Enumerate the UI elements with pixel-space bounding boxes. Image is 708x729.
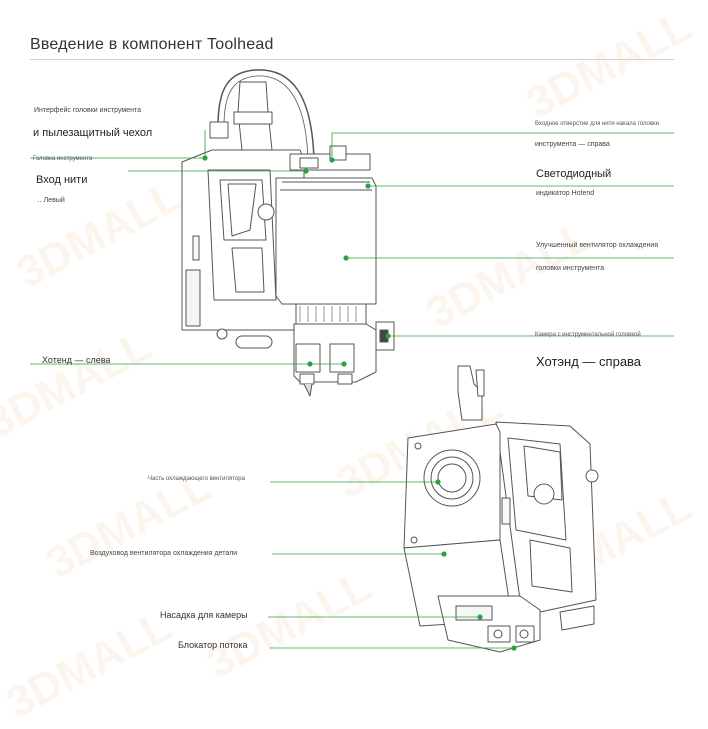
- label-led-line1: Светодиодный: [536, 168, 612, 180]
- label-left-text: Левый: [43, 197, 65, 204]
- title-divider: [30, 59, 674, 60]
- label-fan-line2: головки инструмента: [536, 265, 605, 272]
- label-interface-line1: Интерфейс головки инструмента: [34, 107, 141, 114]
- leader-lines: [30, 130, 674, 649]
- toolhead-diagram: [30, 69, 674, 653]
- label-air-duct: Воздуховод вентилятора охлаждения детали: [90, 550, 238, 557]
- label-camera: Камера с инструментальной головкой: [535, 332, 641, 338]
- page-title: Введение в компонент Toolhead: [30, 36, 274, 53]
- label-hotend-left: Хотенд — слева: [42, 355, 111, 365]
- toolhead-front-view: [181, 69, 395, 397]
- label-camera-nozzle: Насадка для камеры: [160, 610, 248, 620]
- label-head-small: Головка инструмента: [33, 156, 93, 162]
- toolhead-rear-view: [403, 365, 599, 653]
- leader-dots: [202, 155, 517, 651]
- label-filament-in: Вход нити: [36, 174, 88, 186]
- label-led-line2: индикатор Hotend: [536, 190, 595, 197]
- leader-filament-right: [331, 132, 674, 160]
- label-left-small: ‥ Левый: [37, 197, 65, 204]
- label-fan-line1: Улучшенный вентилятор охлаждения: [536, 242, 659, 249]
- label-cooling-fan: Часть охлаждающего вентилятора: [148, 476, 245, 482]
- label-hotend-right: Хотэнд — справа: [536, 354, 642, 369]
- label-interface-line2: и пылезащитный чехол: [33, 127, 153, 139]
- label-flow-blocker: Блокатор потока: [178, 640, 248, 650]
- label-filament-right-line2: инструмента — справа: [535, 141, 610, 148]
- label-filament-right-line1: Входное отверстие для нити накала головк…: [535, 121, 660, 127]
